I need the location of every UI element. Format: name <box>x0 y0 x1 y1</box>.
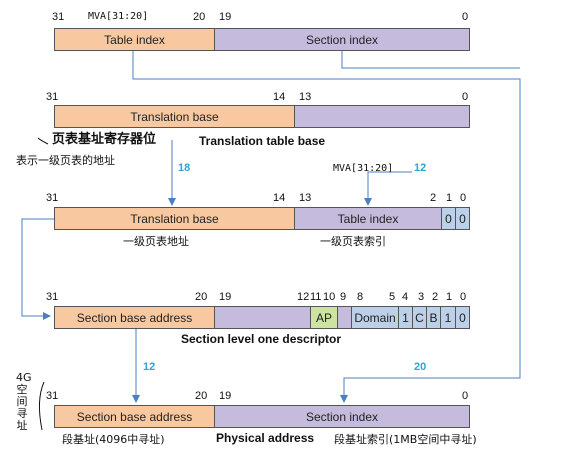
r3-cn-left: 一级页表地址 <box>123 235 189 248</box>
r4-bit31: 31 <box>46 291 59 303</box>
side-note-bracket <box>38 381 45 431</box>
r4-bit1: 1 <box>446 291 453 303</box>
r3-bit13: 13 <box>299 192 312 204</box>
r4-bit2: 2 <box>432 291 439 303</box>
r4-bit0-field: 0 <box>455 306 470 329</box>
r4-bit19: 19 <box>219 291 232 303</box>
r1-mva-label: MVA[31:20] <box>88 11 149 22</box>
r4-sbz-field <box>214 306 311 329</box>
r4-b-field: B <box>426 306 441 329</box>
r4-domain-field: Domain <box>351 306 399 329</box>
r4-bit3: 3 <box>418 291 425 303</box>
r3-translation-base-field: Translation base <box>54 207 295 230</box>
r3-cn-right: 一级页表索引 <box>320 235 386 248</box>
mva-to-table-index-arrow <box>364 171 412 206</box>
r3-table-index-field: Table index <box>294 207 442 230</box>
r2-bit14: 14 <box>273 91 286 103</box>
r5-bit19: 19 <box>219 390 232 402</box>
r1-bit19: 19 <box>219 11 232 23</box>
r2-reserved-field <box>294 105 470 128</box>
r4-bit8: 8 <box>357 291 364 303</box>
r1-section-index-field: Section index <box>214 28 470 51</box>
r5-bit20: 20 <box>195 390 208 402</box>
r3-num12: 12 <box>414 162 427 174</box>
r5-caption: Physical address <box>216 431 315 445</box>
r1-bit20: 20 <box>193 11 206 23</box>
r4-section-base-field: Section base address <box>54 306 215 329</box>
r1-table-index-field: Table index <box>54 28 215 51</box>
r1-bit0: 0 <box>462 11 469 23</box>
table-index-route <box>132 51 521 400</box>
r2-cn-title: 页表基址寄存器位 <box>52 132 157 147</box>
r2-bit0: 0 <box>462 91 469 103</box>
r5-cn-left: 段基址(4096中寻址) <box>62 433 165 446</box>
r4-ap-field: AP <box>310 306 338 329</box>
r4-c-field: C <box>412 306 427 329</box>
r4-bit12: 12 <box>297 291 310 303</box>
r2-bit13: 13 <box>299 91 312 103</box>
section-index-route <box>341 51 520 69</box>
r4-bit0: 0 <box>460 291 467 303</box>
r5-cn-right: 段基址索引(1MB空间中寻址) <box>334 433 477 446</box>
r5-num20: 20 <box>414 361 427 373</box>
r4-bit4: 4 <box>402 291 409 303</box>
r5-section-index-field: Section index <box>214 405 470 428</box>
r5-bit31: 31 <box>46 390 59 402</box>
r2-caption: Translation table base <box>199 134 326 148</box>
r2-cn-desc: 表示一级页表的地址 <box>16 154 115 167</box>
r3-num18: 18 <box>178 162 191 174</box>
r4-bit11: 11 <box>310 291 322 303</box>
r4-caption: Section level one descriptor <box>181 332 342 346</box>
r4-bit1-field: 1 <box>440 306 456 329</box>
r3-bit31: 31 <box>46 192 59 204</box>
r5-side-note: 4G空间寻址 <box>16 371 32 432</box>
descriptor-fetch-arrow <box>21 218 54 320</box>
r3-bit1-field: 0 <box>441 207 456 230</box>
r4-bit20: 20 <box>195 291 208 303</box>
r5-bit0: 0 <box>462 390 469 402</box>
r1-bit31: 31 <box>52 11 65 23</box>
r4-bit9-field <box>337 306 352 329</box>
r4-bit5: 5 <box>389 291 396 303</box>
r4-bit4-field: 1 <box>398 306 413 329</box>
cn-title-pointer <box>37 137 49 145</box>
r5-section-base-field: Section base address <box>54 405 215 428</box>
r3-bit1: 1 <box>446 192 453 204</box>
r2-translation-base-field: Translation base <box>54 105 295 128</box>
r5-num12: 12 <box>143 361 156 373</box>
r4-bit9: 9 <box>340 291 347 303</box>
r3-bit14: 14 <box>273 192 286 204</box>
r3-bit0: 0 <box>460 192 467 204</box>
r4-bit10: 10 <box>323 291 336 303</box>
r2-bit31: 31 <box>46 91 59 103</box>
r3-bit0-field: 0 <box>455 207 470 230</box>
r3-mva-label: MVA[31:20] <box>333 163 394 174</box>
r3-bit2: 2 <box>430 192 437 204</box>
